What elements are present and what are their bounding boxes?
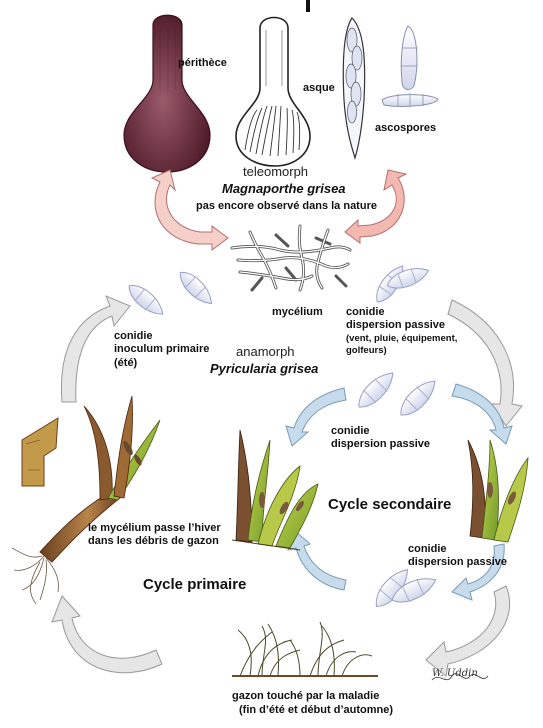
conidium-icon [375, 569, 408, 607]
label-anamorph: anamorph [236, 344, 295, 359]
label-cycle-secondaire: Cycle secondaire [328, 496, 452, 513]
label-mycelium-winter-2: dans les débris de gazon [88, 535, 219, 547]
infected-grass-tuft-icon [231, 429, 319, 551]
label-dispersion-details-1: (vent, pluie, équipement, [346, 333, 458, 344]
label-asque: asque [303, 82, 335, 94]
label-gazon-1: gazon touché par la maladie [232, 690, 380, 702]
label-anamorph-name: Pyricularia grisea [210, 361, 319, 376]
teleomorph-cycle-arrows [150, 169, 408, 251]
mycelium-highlight [231, 225, 351, 291]
label-not-observed: pas encore observé dans la nature [196, 200, 377, 212]
perithecium-icon [123, 14, 211, 173]
label-conidie-center: conidie [331, 425, 370, 437]
conidium-icon [179, 271, 213, 305]
conidium-icon [391, 578, 437, 603]
infected-grass-tuft-right-icon [467, 439, 529, 543]
top-line-fragment [306, 0, 310, 12]
label-inoculum-primary: inoculum primaire [114, 343, 210, 355]
label-ete: (été) [114, 357, 138, 369]
label-perithece: périthèce [178, 57, 227, 69]
ascus-icon [342, 17, 366, 161]
label-dispersion-details-2: golfeurs) [346, 345, 387, 356]
label-teleomorph-name: Magnaporthe grisea [222, 181, 346, 196]
label-conidie-primary: conidie [114, 330, 153, 342]
conidium-icon [386, 268, 430, 289]
conidium-icon [400, 380, 436, 416]
label-dispersion-bottom: dispersion passive [408, 556, 508, 568]
overwintering-debris-icon [11, 395, 161, 605]
label-ascospores: ascospores [375, 122, 437, 134]
label-gazon-2: (fin d’été et début d’automne) [239, 704, 393, 716]
open-perithecium-icon [235, 16, 311, 167]
label-mycelium-winter-1: le mycélium passe l’hiver [88, 522, 221, 534]
primary-cycle-arrows [51, 295, 523, 677]
conidium-icon [128, 285, 164, 315]
conidium-icon [358, 372, 394, 408]
conidia-group [128, 265, 437, 607]
label-cycle-primaire: Cycle primaire [143, 576, 247, 593]
label-teleomorph: teleomorph [243, 164, 309, 179]
diseased-turf-icon [232, 621, 378, 677]
signature-mark [431, 673, 489, 681]
label-mycelium: mycélium [272, 306, 323, 318]
signature: W. Uddin [432, 668, 478, 679]
label-dispersion-center: dispersion passive [331, 438, 431, 450]
label-conidie-bottom: conidie [408, 543, 447, 555]
label-conidie-dispersion: conidie [346, 306, 385, 318]
label-dispersion-passive: dispersion passive [346, 319, 446, 331]
ascospores-icon [381, 25, 439, 107]
